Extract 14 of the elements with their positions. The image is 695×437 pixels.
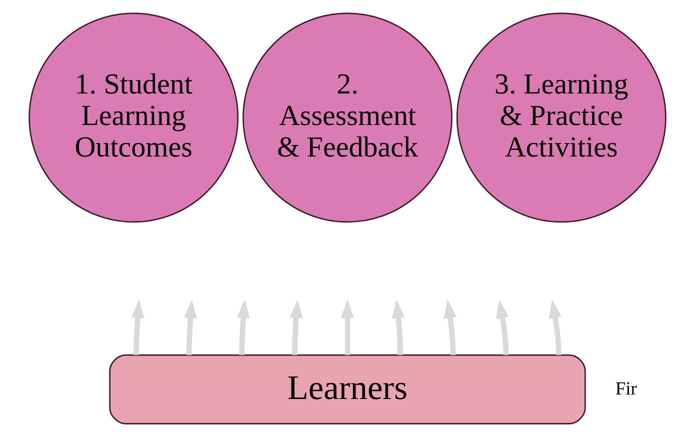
arrow bbox=[290, 300, 303, 356]
arrow bbox=[184, 300, 197, 356]
arrow bbox=[548, 300, 562, 356]
arrow bbox=[131, 300, 144, 356]
arrow bbox=[496, 300, 509, 356]
node-circle: 3. Learning & Practice Activities bbox=[456, 12, 666, 223]
arrow bbox=[236, 300, 250, 356]
arrow bbox=[444, 300, 457, 356]
label: Fir bbox=[615, 378, 637, 398]
arrow bbox=[392, 300, 405, 356]
node-box: Learners bbox=[109, 354, 586, 424]
node-circle: 2. Assessment & Feedback bbox=[242, 12, 452, 223]
arrow bbox=[341, 300, 354, 356]
node-circle: 1. Student Learning Outcomes bbox=[28, 12, 239, 223]
